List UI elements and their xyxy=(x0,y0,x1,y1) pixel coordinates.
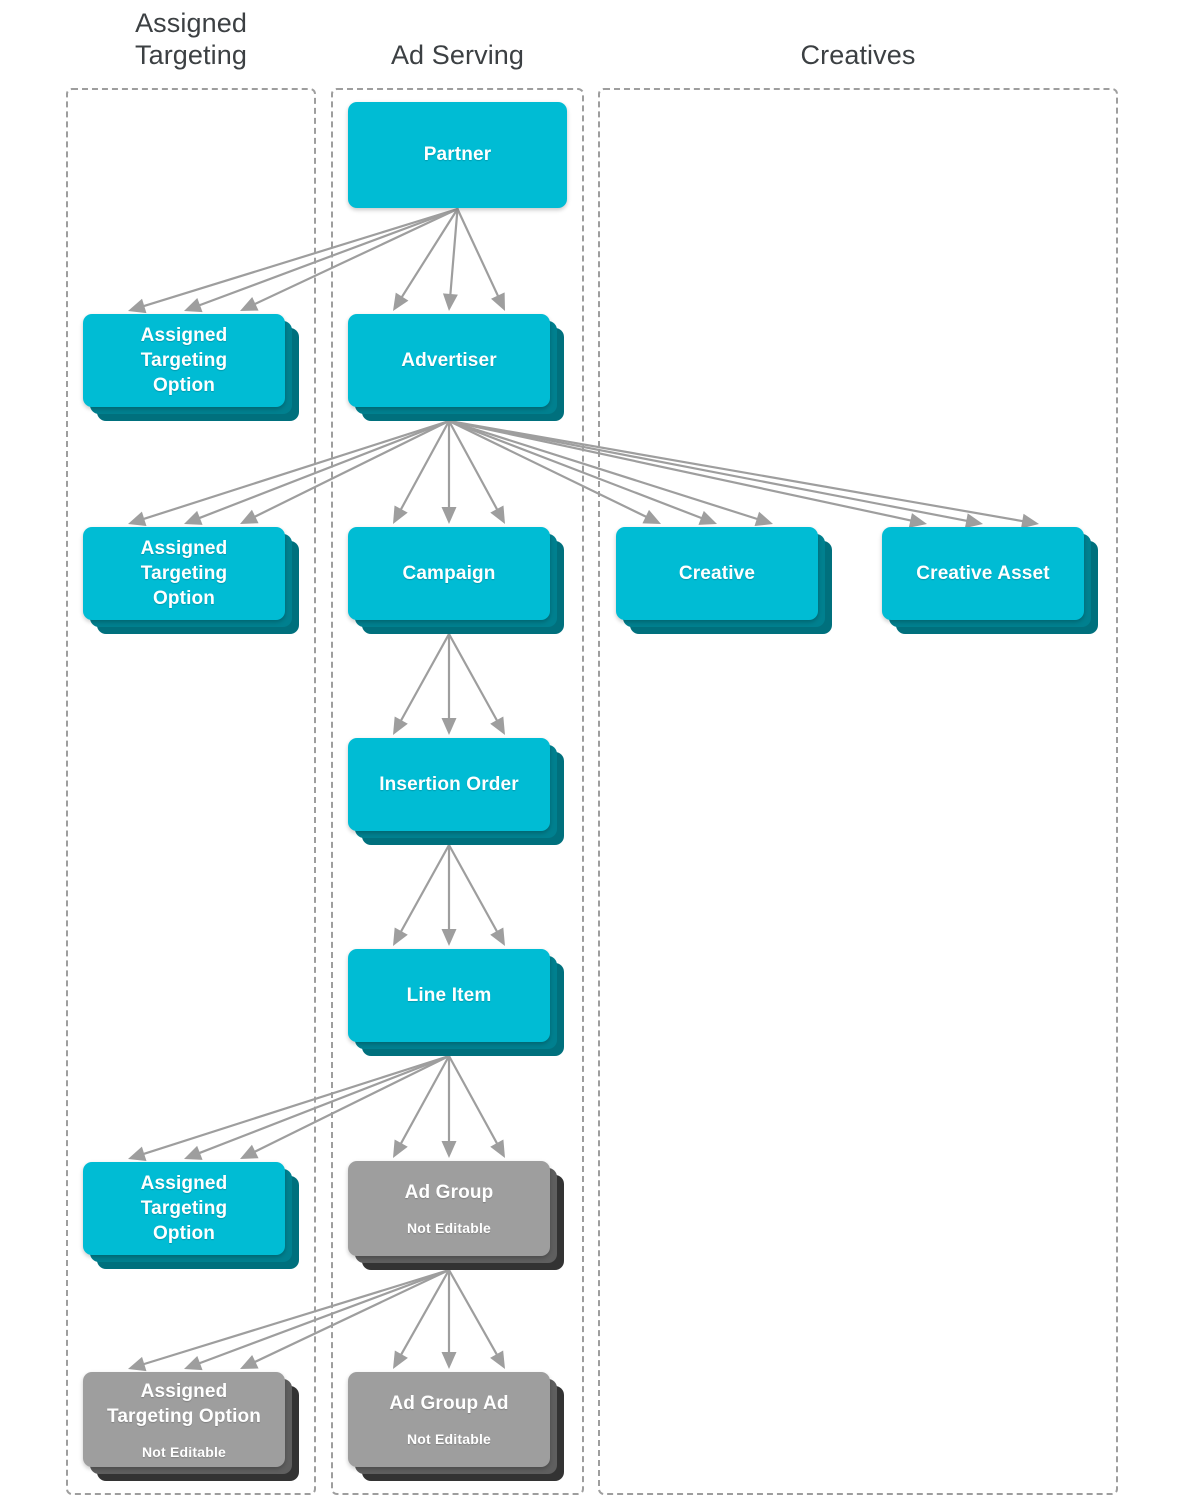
node-campaign[interactable]: Campaign xyxy=(348,527,564,634)
node-title: Line Item xyxy=(406,984,492,1006)
node-title: Insertion Order xyxy=(379,773,519,795)
lane-title-creatives: Creatives xyxy=(800,40,916,70)
lane-box-ad-serving xyxy=(331,88,584,1495)
node-title: Assigned Targeting Option xyxy=(140,324,228,397)
node-face: Line Item xyxy=(348,949,550,1042)
node-face: Assigned Targeting Option xyxy=(83,527,285,620)
node-subtitle-not-editable: Not Editable xyxy=(141,1443,227,1460)
node-face: Ad Group Ad Not Editable xyxy=(348,1372,550,1467)
node-assigned-targeting-option-lineitem[interactable]: Assigned Targeting Option xyxy=(83,1162,299,1269)
node-title: Ad Group xyxy=(404,1182,494,1204)
node-assigned-targeting-option-advertiser[interactable]: Assigned Targeting Option xyxy=(83,527,299,634)
node-title: Partner xyxy=(423,144,492,166)
node-title: Creative Asset xyxy=(916,562,1050,584)
node-title: Campaign xyxy=(402,562,496,584)
node-title: Assigned Targeting Option xyxy=(140,1172,228,1245)
node-line-item[interactable]: Line Item xyxy=(348,949,564,1056)
lane-title-assigned-targeting: Assigned Targeting xyxy=(135,8,247,70)
node-face: Campaign xyxy=(348,527,550,620)
node-face: Assigned Targeting Option xyxy=(83,314,285,407)
node-face: Creative Asset xyxy=(882,527,1084,620)
node-title: Advertiser xyxy=(401,349,497,371)
node-face: Insertion Order xyxy=(348,738,550,831)
node-insertion-order[interactable]: Insertion Order xyxy=(348,738,564,845)
node-creative-asset[interactable]: Creative Asset xyxy=(882,527,1098,634)
node-face: Advertiser xyxy=(348,314,550,407)
node-ad-group-ad[interactable]: Ad Group Ad Not Editable xyxy=(348,1372,564,1481)
node-advertiser[interactable]: Advertiser xyxy=(348,314,564,421)
node-title: Assigned Targeting Option xyxy=(140,537,228,610)
node-partner[interactable]: Partner xyxy=(348,102,567,208)
node-face: Partner xyxy=(348,102,567,208)
node-creative[interactable]: Creative xyxy=(616,527,832,634)
lane-box-assigned-targeting xyxy=(66,88,316,1495)
node-assigned-targeting-option-partner[interactable]: Assigned Targeting Option xyxy=(83,314,299,421)
lane-box-creatives xyxy=(598,88,1118,1495)
node-title: Ad Group Ad xyxy=(389,1393,509,1415)
node-face: Assigned Targeting Option xyxy=(83,1162,285,1255)
node-title: Creative xyxy=(678,562,756,584)
node-face: Creative xyxy=(616,527,818,620)
node-title: Assigned Targeting Option xyxy=(106,1380,262,1427)
node-subtitle-not-editable: Not Editable xyxy=(406,1431,492,1448)
lane-title-ad-serving: Ad Serving xyxy=(390,40,525,70)
node-subtitle-not-editable: Not Editable xyxy=(406,1220,492,1237)
